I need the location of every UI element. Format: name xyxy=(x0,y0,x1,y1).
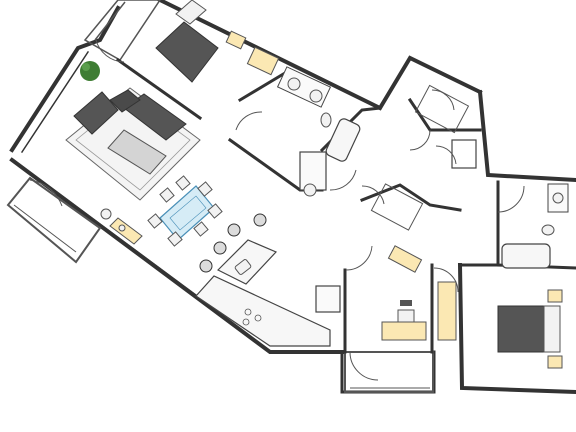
window-bay-top xyxy=(83,0,161,61)
stove-burner xyxy=(254,314,262,322)
sofa-icon xyxy=(73,89,187,141)
shower-drain xyxy=(303,183,317,197)
office-shelf xyxy=(387,245,423,273)
bed-frame xyxy=(497,305,545,353)
bar-stool xyxy=(227,223,241,237)
bathtub-icon xyxy=(501,243,551,269)
sofa-left-section xyxy=(73,91,119,135)
dining-chair xyxy=(207,203,223,219)
master-bedroom xyxy=(95,0,280,83)
dresser xyxy=(246,46,280,76)
sink-icon xyxy=(234,259,252,275)
closet xyxy=(370,183,424,231)
bar-stool xyxy=(253,213,267,227)
exterior-wall-east xyxy=(477,89,576,183)
credenza xyxy=(109,217,143,245)
bathtub-icon xyxy=(325,118,361,162)
bath-vanity xyxy=(276,66,332,108)
coffee-table xyxy=(107,129,167,175)
dining-chair xyxy=(197,181,213,197)
bar-stool xyxy=(213,241,227,255)
door-swing-icon xyxy=(235,111,263,131)
bed-icon xyxy=(497,305,561,353)
bed-frame xyxy=(155,21,219,83)
monitor xyxy=(400,300,412,306)
bed-headboard xyxy=(175,0,207,25)
plant-foliage-highlight xyxy=(82,63,90,71)
sofa-center-section xyxy=(109,89,141,113)
door-swing-icon xyxy=(435,145,457,165)
dining-table-inner xyxy=(169,195,207,231)
door-swing-icon xyxy=(433,267,459,293)
stove-icon xyxy=(242,308,262,326)
window-bay-outline xyxy=(83,0,161,61)
balcony-left-outline xyxy=(6,176,102,264)
door-swing-icon xyxy=(431,89,455,111)
dining-chairs xyxy=(147,175,223,247)
kitchen-counter xyxy=(195,275,331,347)
sink-icon xyxy=(309,89,323,103)
stove-burner xyxy=(244,308,252,316)
kitchen xyxy=(195,213,341,347)
desk-chair xyxy=(397,309,415,323)
plant-foliage xyxy=(80,61,100,81)
door-swing-icon xyxy=(345,245,373,271)
dining-chair xyxy=(159,187,175,203)
hall-closets xyxy=(329,84,477,231)
lamp-icon xyxy=(100,208,112,220)
balcony-left xyxy=(6,176,102,264)
balcony-bottom xyxy=(344,351,434,393)
window-bay-mullion xyxy=(94,1,126,41)
bar-stools xyxy=(199,213,267,273)
balcony-left-rail xyxy=(13,204,77,253)
exterior-wall-south xyxy=(340,350,436,394)
living-room xyxy=(65,61,201,245)
nightstand xyxy=(547,289,563,303)
plant-icon xyxy=(80,61,100,81)
door-swing-icon xyxy=(361,185,385,205)
second-bedroom xyxy=(433,267,563,369)
second-bath xyxy=(497,183,569,269)
bar-stool xyxy=(199,259,213,273)
dining-chair xyxy=(193,221,209,237)
stove-burner xyxy=(242,318,250,326)
door-swing-icon xyxy=(95,39,125,63)
nightstand xyxy=(547,355,563,369)
nightstand xyxy=(225,30,247,50)
door-swing-icon xyxy=(29,179,63,207)
wardrobe xyxy=(437,281,457,341)
dining-chair xyxy=(147,213,163,229)
closet xyxy=(414,84,470,134)
bed-icon xyxy=(155,0,219,83)
door-swing-icon xyxy=(497,185,525,213)
dining-chair xyxy=(175,175,191,191)
wall-bedroom-living xyxy=(115,57,203,121)
door-swing-icon xyxy=(349,351,379,381)
exterior-wall-northwest xyxy=(9,5,121,153)
office xyxy=(345,245,427,341)
desk xyxy=(381,321,427,341)
sink-icon xyxy=(287,77,301,91)
door-swing-icon xyxy=(329,169,357,191)
toilet-icon xyxy=(541,224,555,236)
dining-chair xyxy=(167,231,183,247)
exterior-wall-southeast xyxy=(457,262,576,395)
dining-area xyxy=(147,175,223,247)
fridge xyxy=(315,285,341,313)
exterior-wall-northwest-inner xyxy=(20,50,90,154)
master-bath xyxy=(235,66,361,197)
exterior-wall-south-diagonal xyxy=(9,157,344,354)
door-swing-icon xyxy=(409,129,431,151)
bed-pillows xyxy=(543,305,561,353)
toilet-icon xyxy=(320,112,332,128)
balcony-bottom-outline xyxy=(344,351,434,393)
lamp-icon-small xyxy=(118,224,126,232)
exterior-wall-south-diagonal-inner xyxy=(22,166,202,300)
sink-icon xyxy=(552,192,564,204)
wall-closet xyxy=(237,67,293,103)
